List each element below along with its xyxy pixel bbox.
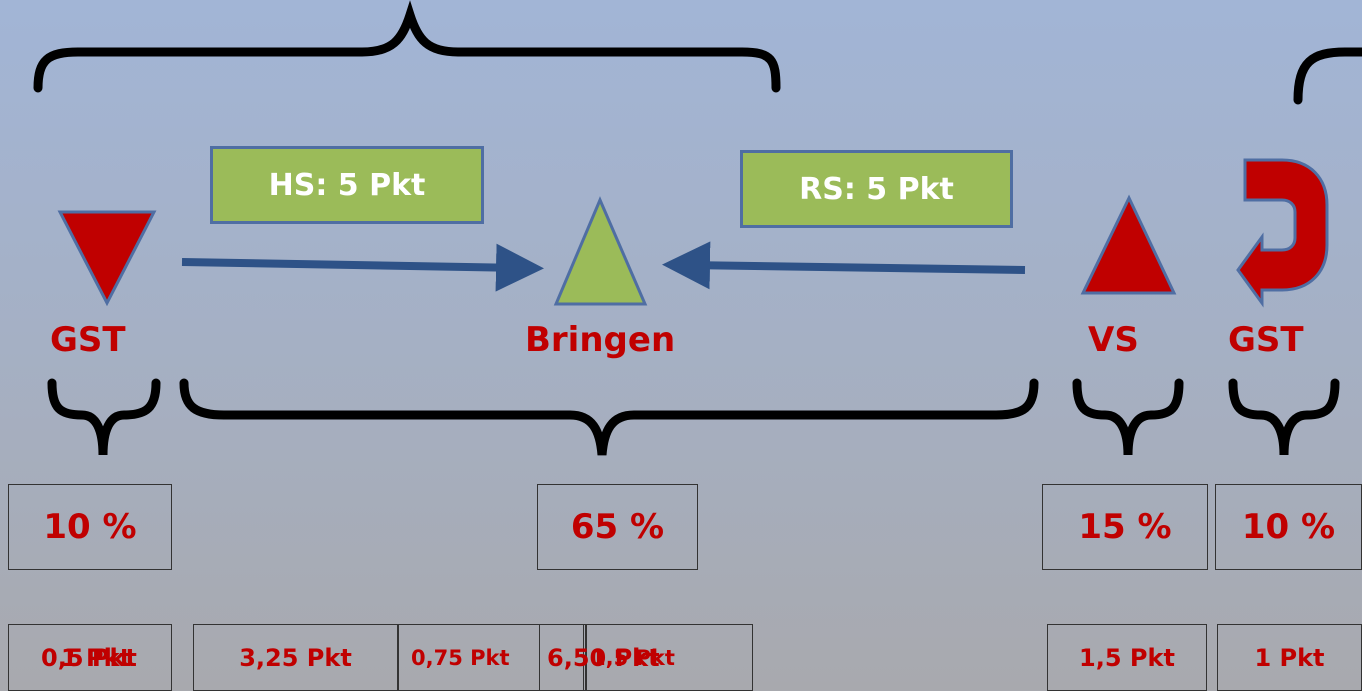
percent-box-gst-left: 10 % xyxy=(8,484,172,570)
points-box-f: 1 Pkt xyxy=(1217,624,1362,691)
points-box-d: 6,50 Pkt 1,5 Pkt xyxy=(547,624,753,691)
bringen-triangle xyxy=(553,196,648,306)
gst-right-label: GST xyxy=(1228,320,1304,360)
gst-left-label: GST xyxy=(50,320,126,360)
vs-triangle xyxy=(1080,194,1177,295)
points-a1: 0,5 Pkt xyxy=(41,643,137,672)
bringen-label: Bringen xyxy=(525,320,676,360)
percent-box-bringen: 65 % xyxy=(537,484,698,570)
top-brace-right xyxy=(1293,47,1362,105)
hs-tag: HS: 5 Pkt xyxy=(210,146,484,224)
hs-arrow xyxy=(181,243,544,292)
points-box-e: 1,5 Pkt xyxy=(1047,624,1207,691)
brace-bringen xyxy=(179,378,1039,456)
u-turn-arrow xyxy=(1236,158,1329,308)
points-box-b: 3,25 Pkt xyxy=(193,624,398,691)
points-box-a: 0,5 Pkt 1 Pkt xyxy=(8,624,172,691)
rs-arrow xyxy=(662,241,1026,290)
vs-label: VS xyxy=(1088,320,1139,360)
percent-box-gst-right: 10 % xyxy=(1215,484,1362,570)
brace-gst-right xyxy=(1228,378,1340,456)
points-d1: 6,50 Pkt xyxy=(547,643,660,672)
top-brace xyxy=(33,0,781,93)
percent-box-vs: 15 % xyxy=(1042,484,1208,570)
gst-left-triangle xyxy=(57,210,157,307)
brace-vs xyxy=(1072,378,1184,456)
points-d2: 1,5 Pkt xyxy=(591,645,675,670)
rs-tag: RS: 5 Pkt xyxy=(740,150,1013,228)
points-a2: 1 Pkt xyxy=(61,643,132,672)
brace-gst-left xyxy=(47,378,161,456)
